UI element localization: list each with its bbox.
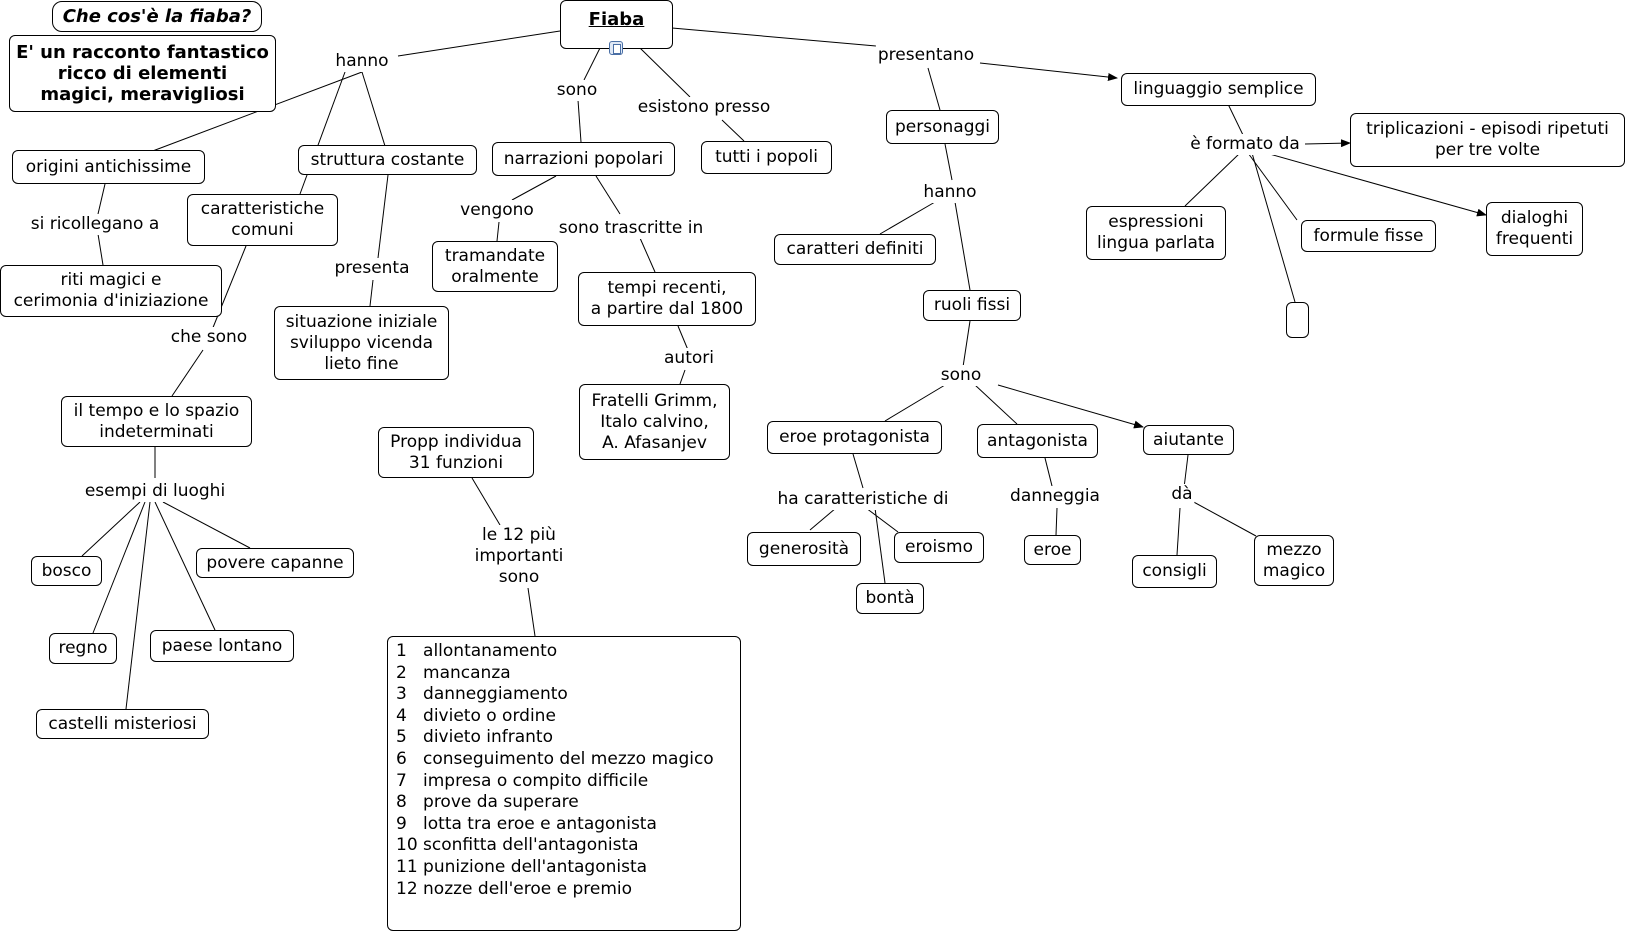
node-paese[interactable]: paese lontano [150,630,294,662]
node-ruoli[interactable]: ruoli fissi [923,290,1021,321]
node-narrazioni-text: narrazioni popolari [503,148,664,169]
node-bonta[interactable]: bontà [856,583,924,614]
node-linguaggio[interactable]: linguaggio semplice [1121,73,1316,106]
node-aiutante-text: aiutante [1153,429,1224,450]
label-formato-da: è formato da [1188,134,1302,155]
node-origini[interactable]: origini antichissime [12,150,205,184]
node-popoli-text: tutti i popoli [715,147,818,167]
node-dialoghi[interactable]: dialoghi frequenti [1486,202,1583,256]
node-tramandate-text: tramandate oralmente [444,245,546,287]
label-che-sono: che sono [168,327,250,348]
node-autori-nomi-text: Fratelli Grimm, Italo calvino, A. Afasan… [591,390,718,453]
node-funzioni-list[interactable]: 1 allontanamento 2 mancanza 3 danneggiam… [387,636,741,931]
node-origini-text: origini antichissime [25,156,192,177]
node-riti[interactable]: riti magici e cerimonia d'iniziazione [0,265,222,317]
node-formule[interactable]: formule fisse [1301,220,1436,252]
node-caratteri[interactable]: caratteri definiti [774,234,936,265]
node-struttura[interactable]: struttura costante [298,145,477,175]
label-sono-ruoli: sono [938,365,984,386]
node-aiutante[interactable]: aiutante [1143,425,1234,455]
node-tempi-recenti-text: tempi recenti, a partire dal 1800 [590,278,744,319]
node-eroe-protagonista[interactable]: eroe protagonista [767,421,942,454]
node-riti-text: riti magici e cerimonia d'iniziazione [13,270,209,311]
label-trascritte: sono trascritte in [556,218,706,239]
node-personaggi[interactable]: personaggi [886,110,999,144]
node-struttura-text: struttura costante [310,149,465,170]
node-dialoghi-text: dialoghi frequenti [1495,208,1574,249]
label-sono: sono [554,80,600,101]
node-eroismo[interactable]: eroismo [894,532,984,563]
node-castelli[interactable]: castelli misteriosi [36,709,209,739]
question-text: Che cos'è la fiaba? [62,6,252,27]
definition-text: E' un racconto fantastico ricco di eleme… [16,42,269,105]
node-personaggi-text: personaggi [895,116,990,137]
label-danneggia: danneggia [1008,486,1102,507]
definition-node[interactable]: E' un racconto fantastico ricco di eleme… [9,35,276,112]
node-consigli-text: consigli [1142,561,1207,581]
node-bosco[interactable]: bosco [31,556,102,586]
node-eroismo-text: eroismo [904,537,974,557]
question-node[interactable]: Che cos'è la fiaba? [52,1,262,32]
node-consigli[interactable]: consigli [1132,555,1217,588]
node-eroe-text: eroe [1033,539,1072,560]
node-tempo-spazio[interactable]: il tempo e lo spazio indeterminati [61,396,252,447]
node-antagonista[interactable]: antagonista [977,424,1098,458]
node-propp-text: Propp individua 31 funzioni [390,431,522,473]
node-espressioni[interactable]: espressioni lingua parlata [1086,206,1226,260]
node-situazione-text: situazione iniziale sviluppo vicenda lie… [285,311,438,374]
node-bosco-text: bosco [41,560,92,581]
node-triplicazioni[interactable]: triplicazioni - episodi ripetuti per tre… [1350,113,1625,167]
node-capanne-text: povere capanne [206,552,344,573]
label-presentano: presentano [875,45,977,66]
node-antagonista-text: antagonista [987,430,1088,451]
node-eroe-protagonista-text: eroe protagonista [779,427,930,447]
node-empty[interactable] [1286,302,1309,338]
node-bonta-text: bontà [865,588,915,608]
node-castelli-text: castelli misteriosi [48,713,197,734]
label-vengono: vengono [458,200,536,221]
node-tramandate[interactable]: tramandate oralmente [432,241,558,292]
label-hanno: hanno [333,51,391,72]
label-si-ricollegano: si ricollegano a [28,214,162,235]
document-icon[interactable] [609,41,623,55]
node-capanne[interactable]: povere capanne [196,548,354,578]
node-autori-nomi[interactable]: Fratelli Grimm, Italo calvino, A. Afasan… [579,384,730,460]
node-regno-text: regno [58,638,108,658]
label-esempi-luoghi: esempi di luoghi [82,481,228,502]
node-paese-text: paese lontano [161,635,283,656]
node-espressioni-text: espressioni lingua parlata [1096,212,1216,253]
node-ruoli-text: ruoli fissi [933,295,1011,315]
node-generosita[interactable]: generosità [747,532,861,566]
node-tempo-spazio-text: il tempo e lo spazio indeterminati [73,400,240,442]
node-regno[interactable]: regno [49,633,117,664]
node-formule-text: formule fisse [1313,225,1424,246]
node-mezzo-magico-text: mezzo magico [1262,539,1326,581]
node-popoli[interactable]: tutti i popoli [701,141,832,174]
root-node-fiaba[interactable]: Fiaba [560,0,673,49]
node-linguaggio-text: linguaggio semplice [1133,79,1304,99]
label-esistono-presso: esistono presso [635,97,773,118]
node-caratteri-text: caratteri definiti [786,239,924,259]
node-eroe[interactable]: eroe [1024,535,1081,565]
label-presenta: presenta [332,258,412,279]
node-situazione[interactable]: situazione iniziale sviluppo vicenda lie… [274,306,449,380]
label-autori: autori [662,348,716,369]
label-hanno-personaggi: hanno [921,182,979,203]
node-funzioni-text: 1 allontanamento 2 mancanza 3 danneggiam… [396,641,714,899]
node-propp[interactable]: Propp individua 31 funzioni [378,427,534,478]
node-triplicazioni-text: triplicazioni - episodi ripetuti per tre… [1366,119,1609,160]
root-title: Fiaba [588,9,645,30]
node-narrazioni[interactable]: narrazioni popolari [492,142,675,176]
node-mezzo-magico[interactable]: mezzo magico [1254,535,1334,586]
node-caratteristiche-text: caratteristiche comuni [200,199,325,240]
label-le-12: le 12 più importanti sono [472,525,566,588]
node-caratteristiche[interactable]: caratteristiche comuni [187,194,338,246]
node-tempi-recenti[interactable]: tempi recenti, a partire dal 1800 [578,272,756,326]
label-ha-caratteristiche: ha caratteristiche di [775,489,951,510]
label-da: dà [1169,484,1195,505]
node-generosita-text: generosità [758,538,850,559]
